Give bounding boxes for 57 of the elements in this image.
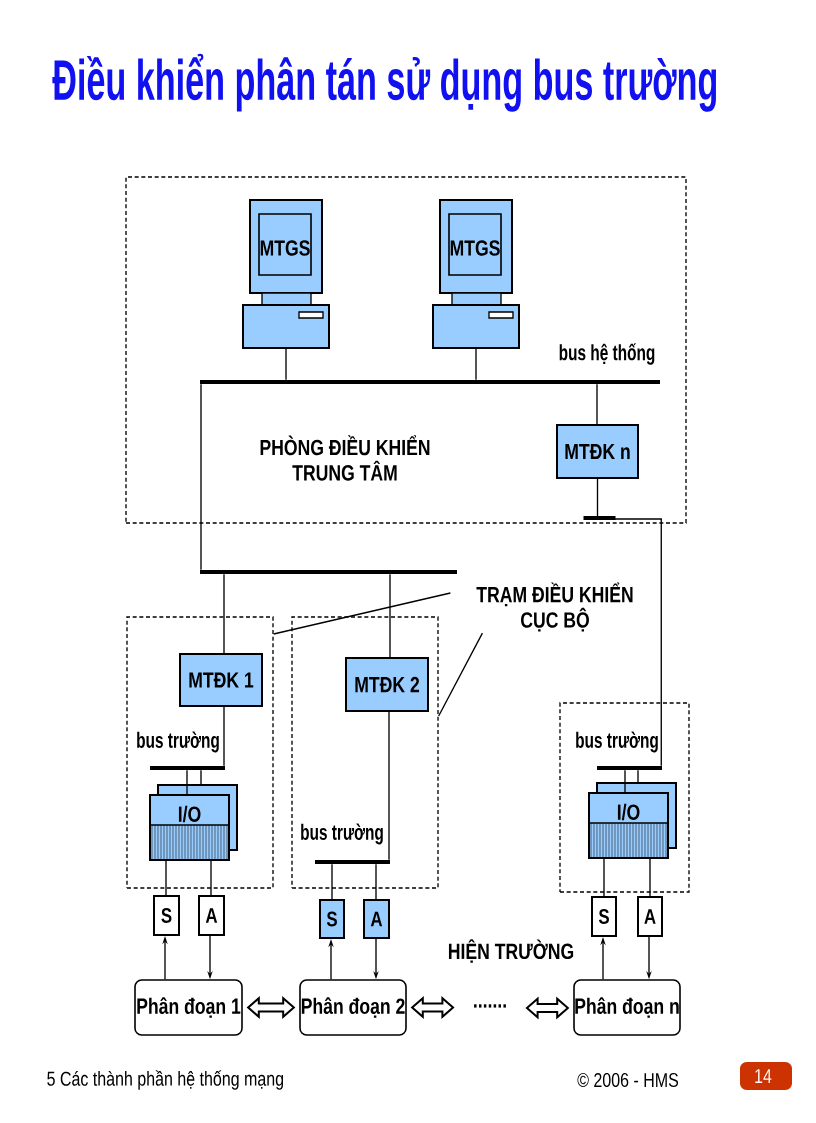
computer-drawing: MTGS xyxy=(242,199,330,349)
connector-line xyxy=(475,347,477,381)
device-box: A xyxy=(637,896,663,937)
bus-bar xyxy=(150,766,225,770)
computer-drawing: MTGS xyxy=(432,199,520,349)
device-box: A xyxy=(198,895,225,936)
connector-line xyxy=(331,863,333,900)
bus-bar xyxy=(200,380,660,384)
bus-bar xyxy=(315,860,390,864)
connector-line xyxy=(603,858,605,897)
connector-line xyxy=(200,383,202,571)
footer-text: 5 Các thành phần hệ thống mạng xyxy=(47,1070,283,1090)
segment-box: Phân đoạn n xyxy=(573,979,681,1036)
device-box: S xyxy=(153,895,180,936)
copyright-text: © 2006 - HMS xyxy=(577,1072,679,1088)
double-arrow xyxy=(525,996,570,1020)
connector-line xyxy=(165,860,167,896)
bus-bar xyxy=(200,570,457,574)
local-station-area xyxy=(559,702,690,893)
slide-title: Điều khiển phân tán sử dụng bus trường xyxy=(52,53,717,112)
connector-line xyxy=(223,706,225,767)
connector-line xyxy=(624,769,626,793)
bus-label: bus trường xyxy=(576,731,658,753)
segment-box: Phân đoạn 2 xyxy=(299,979,407,1036)
device-box: S xyxy=(591,896,617,937)
bus-label: bus trường xyxy=(301,823,383,845)
bus-label: bus hệ thống xyxy=(559,343,655,365)
connector-line xyxy=(375,863,377,900)
io-module-drawing: I/O xyxy=(588,782,677,859)
bus-bar xyxy=(597,766,662,770)
controller-box: MTĐK n xyxy=(556,424,639,479)
device-box: A xyxy=(363,899,390,939)
controller-box: MTĐK 2 xyxy=(345,657,429,712)
leader-line xyxy=(438,632,484,717)
station-label: TRẠM ĐIỀU KHIỂN CỤC BỘ xyxy=(476,582,633,632)
local-station-area xyxy=(291,616,439,889)
local-station-area xyxy=(126,616,274,889)
connector-line xyxy=(200,769,202,785)
connector-line xyxy=(649,858,651,897)
connector-line xyxy=(596,383,598,425)
connector-line xyxy=(389,573,391,658)
page-number: 14 xyxy=(740,1062,792,1090)
field-label: HIỆN TRƯỜNG xyxy=(448,939,574,963)
segment-box: Phân đoạn 1 xyxy=(134,979,243,1036)
device-box: S xyxy=(319,899,345,939)
connector-line xyxy=(388,711,390,861)
connector-line xyxy=(583,478,662,767)
connector-line xyxy=(285,347,287,381)
leader-line xyxy=(273,592,452,635)
connector-line xyxy=(186,769,188,795)
io-module-drawing: I/O xyxy=(149,784,238,861)
bus-label: bus trường xyxy=(137,731,219,753)
connector-line xyxy=(637,769,639,783)
connector-line xyxy=(210,860,212,896)
controller-box: MTĐK 1 xyxy=(179,653,263,707)
connector-line xyxy=(223,573,225,654)
ellipsis-text: ....... xyxy=(474,1004,506,1008)
